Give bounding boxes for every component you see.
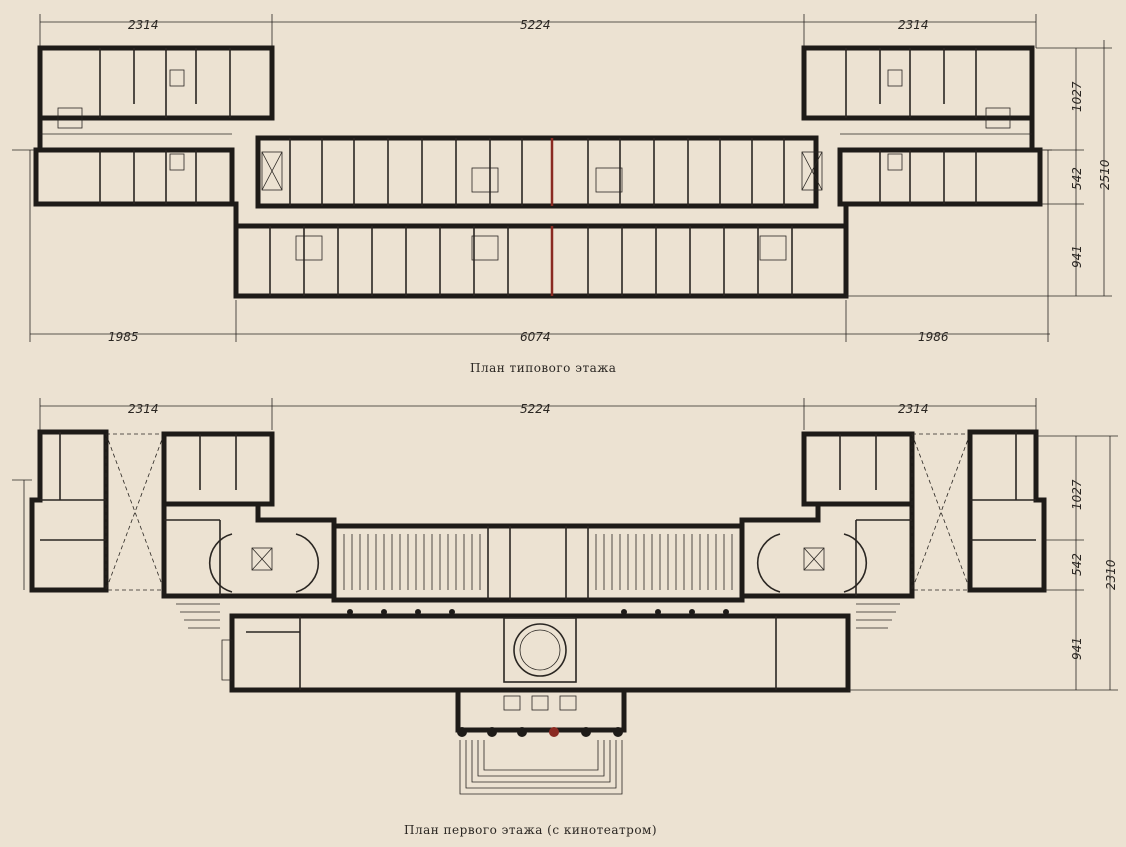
typical-dim-right-lower: 941 xyxy=(1070,245,1084,268)
first-dim-top-center: 5224 xyxy=(520,402,551,416)
typical-bottom-dimension-line: 1985 6074 1986 xyxy=(29,300,1050,344)
cinema-seating-right xyxy=(595,534,733,590)
typical-dim-top-center: 5224 xyxy=(520,18,551,32)
first-dim-top-right: 2314 xyxy=(898,402,929,416)
first-left-courtyard xyxy=(105,433,165,591)
typical-outer-walls xyxy=(33,45,1043,299)
first-floor-caption: План первого этажа (с кинотеатром) xyxy=(404,823,657,837)
first-dim-right-lower: 941 xyxy=(1070,637,1084,660)
cinema-seating-left xyxy=(343,534,481,590)
typical-dim-right-total: 2510 xyxy=(1098,159,1112,190)
first-rotunda xyxy=(503,617,577,683)
first-right-dimension-line: 1027 542 941 2310 xyxy=(848,435,1118,691)
first-dim-right-middle: 542 xyxy=(1070,553,1084,576)
first-right-wing xyxy=(739,431,915,629)
typical-top-dimension-line: 2314 5224 2314 xyxy=(39,14,1037,48)
first-top-dimension-line: 2314 5224 2314 xyxy=(39,398,1037,430)
typical-right-wing-partitions xyxy=(840,48,1032,204)
first-cinema-block xyxy=(331,523,745,603)
first-front-range xyxy=(221,609,851,693)
typical-right-dimension-line: 1027 542 941 2510 xyxy=(846,40,1112,297)
front-range-column-dots xyxy=(347,609,729,615)
first-portico xyxy=(455,687,627,737)
typical-floor-plan: 2314 5224 2314 xyxy=(12,14,1112,375)
typical-central-partitions xyxy=(261,138,823,296)
first-entrance-steps xyxy=(459,740,623,795)
typical-dim-bottom-right: 1986 xyxy=(918,330,949,344)
typical-floor-caption: План типового этажа xyxy=(470,361,616,375)
typical-left-wing-partitions xyxy=(40,48,232,204)
typical-dim-bottom-left: 1985 xyxy=(108,330,139,344)
typical-dim-top-left: 2314 xyxy=(128,18,159,32)
typical-dim-right-middle: 542 xyxy=(1070,167,1084,190)
typical-dim-top-right: 2314 xyxy=(898,18,929,32)
first-dim-right-upper: 1027 xyxy=(1070,479,1084,510)
typical-dim-bottom-center: 6074 xyxy=(520,330,551,344)
typical-dim-right-upper: 1027 xyxy=(1070,81,1084,112)
first-floor-plan: 2314 5224 2314 xyxy=(12,398,1118,837)
first-right-courtyard xyxy=(911,433,971,591)
first-dim-top-left: 2314 xyxy=(128,402,159,416)
first-right-tower xyxy=(967,429,1047,593)
first-left-tower xyxy=(12,429,109,593)
first-left-wing xyxy=(161,431,337,629)
first-dim-right-total: 2310 xyxy=(1104,559,1118,590)
